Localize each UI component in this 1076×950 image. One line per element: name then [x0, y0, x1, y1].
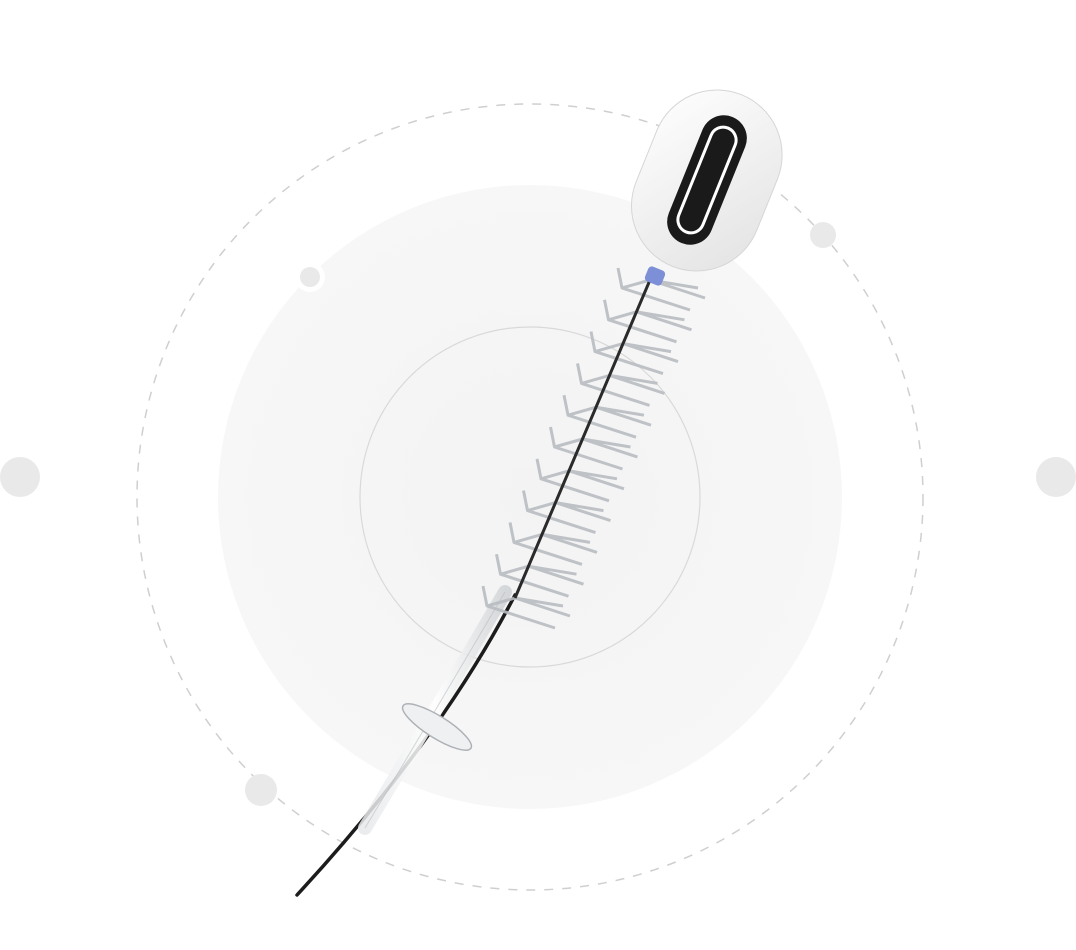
- connector: [644, 266, 666, 286]
- brush-bristle: [549, 426, 638, 471]
- brush-bristle: [589, 331, 679, 376]
- brush-bristle: [481, 585, 571, 630]
- capsule-icon: [631, 89, 783, 272]
- halo-circle: [218, 185, 842, 809]
- catheter-disc: [401, 703, 473, 751]
- brush-bristle: [576, 363, 665, 407]
- brush-bristle: [508, 522, 598, 566]
- brush-bristle: [603, 299, 692, 344]
- brush-bristle: [522, 490, 611, 535]
- brush-icon: [481, 267, 706, 630]
- orbit-dot: [810, 222, 836, 248]
- orbit-dot: [245, 774, 277, 806]
- orbit-dot: [0, 457, 40, 497]
- brush-bristle: [535, 458, 625, 503]
- orbit-dot: [1036, 457, 1076, 497]
- dashed-orbit-ring: [136, 103, 924, 891]
- brush-core: [513, 279, 652, 599]
- inner-ring: [359, 326, 701, 668]
- brush-bristle: [495, 553, 584, 598]
- orbit-dot: [300, 267, 320, 287]
- brush-bristle: [562, 394, 652, 439]
